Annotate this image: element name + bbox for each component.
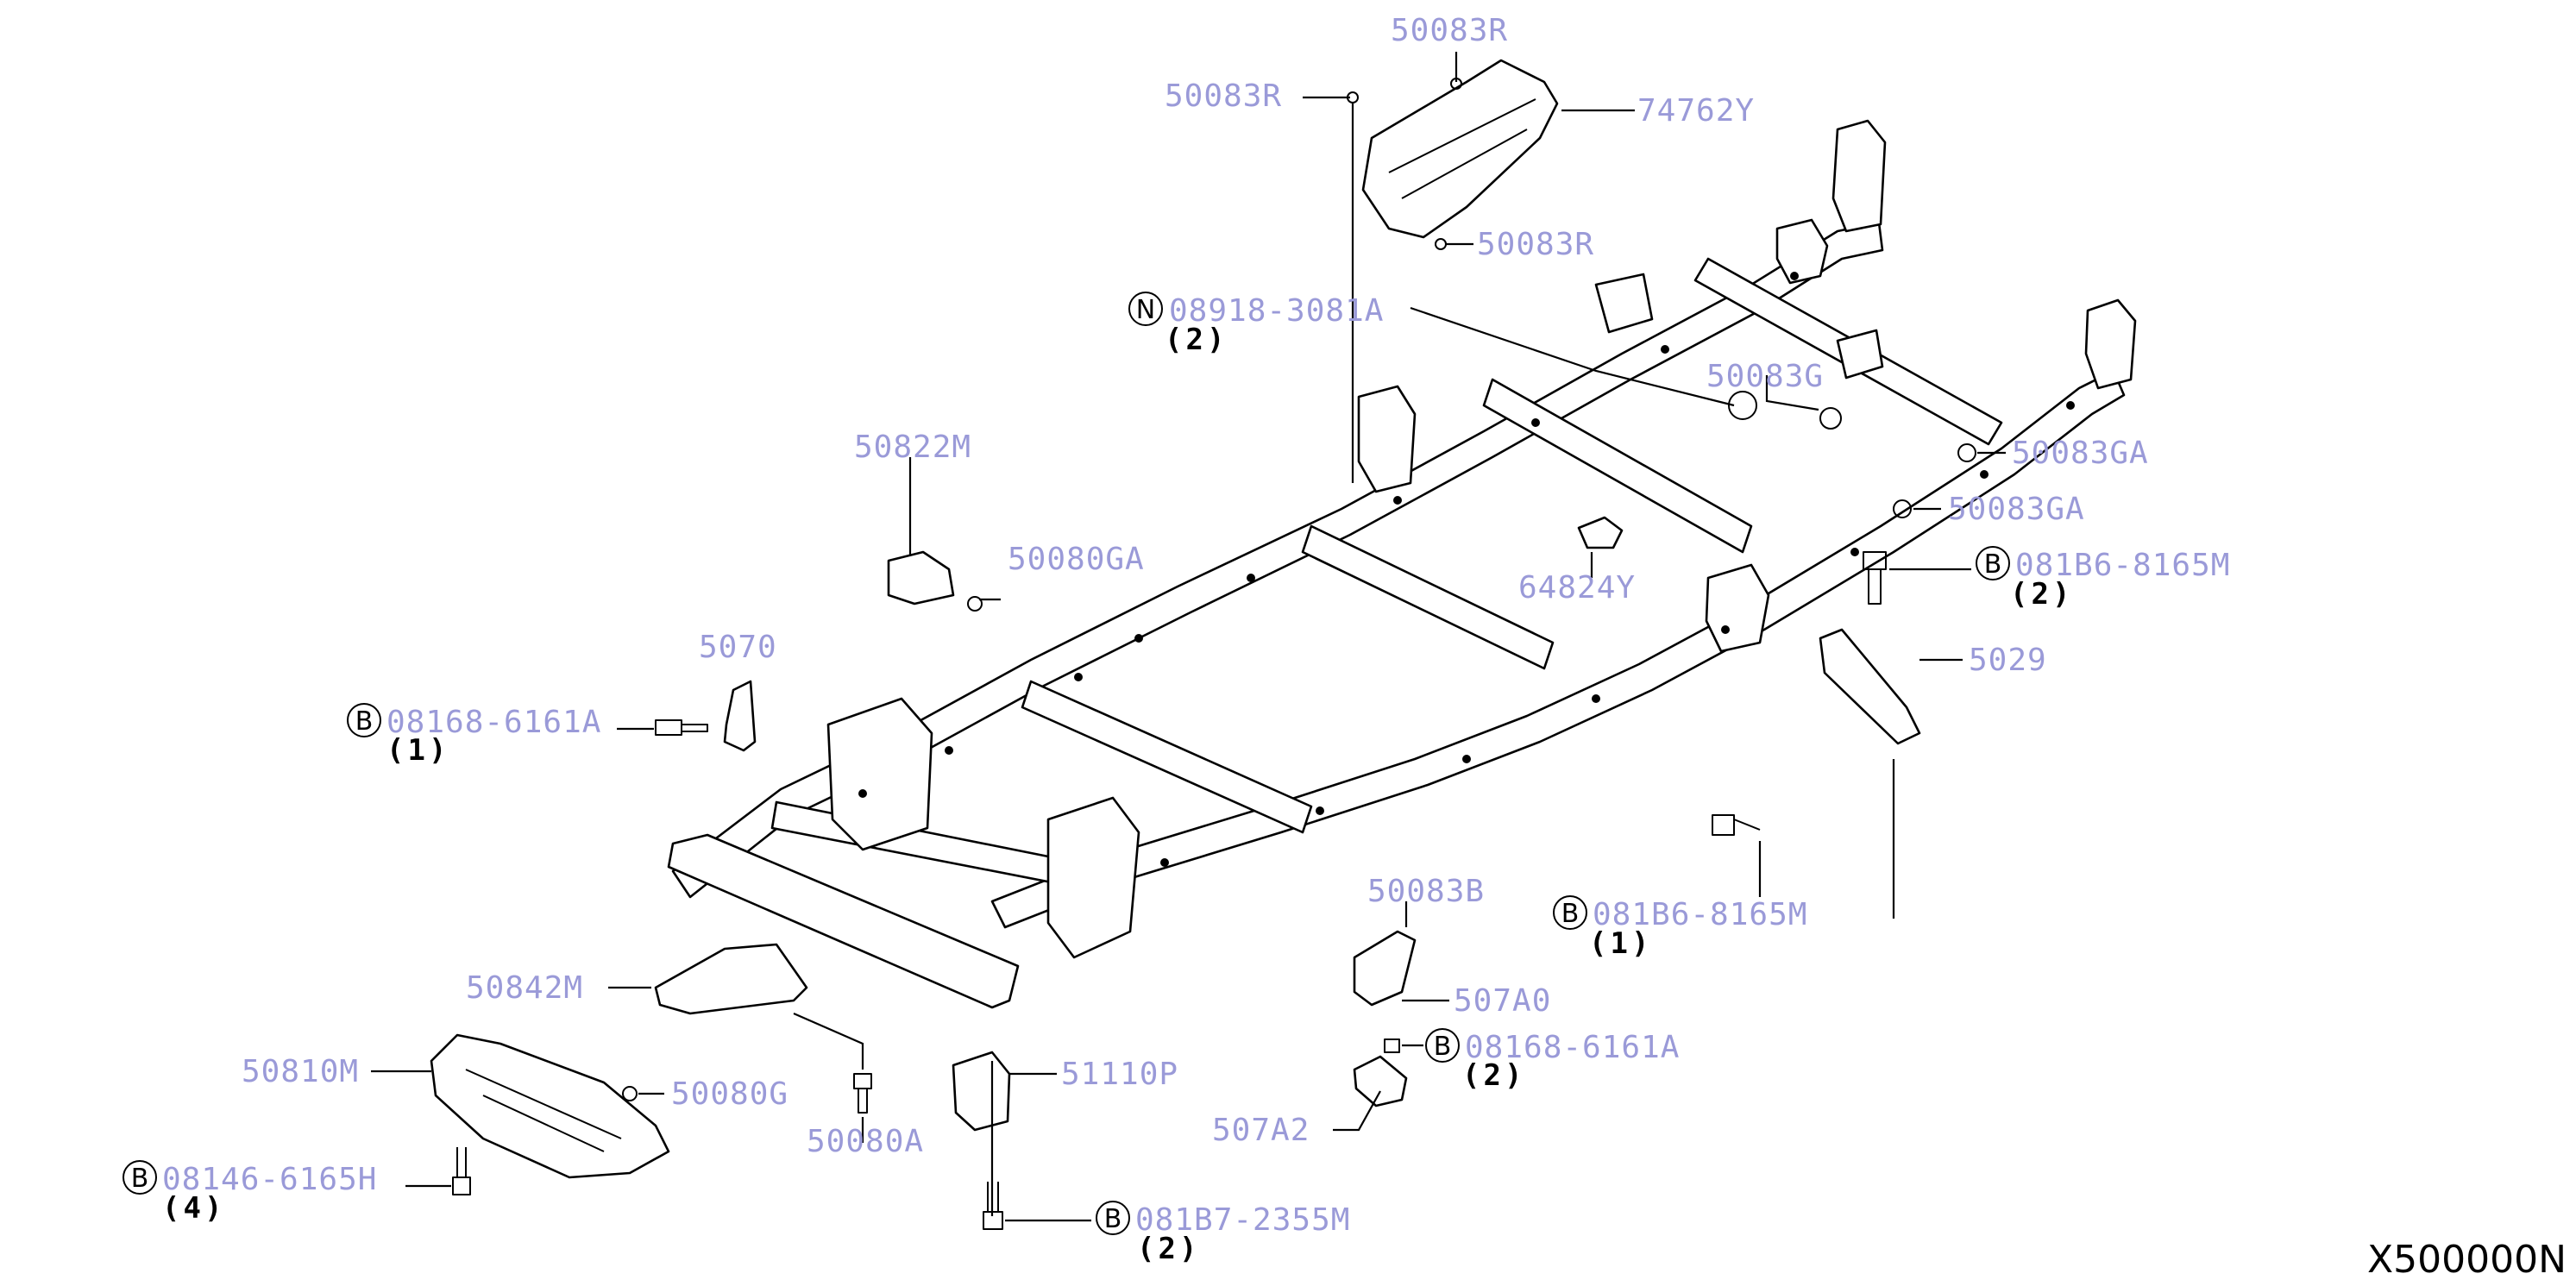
callout-081B6-8165M-top: 081B6-8165M — [2015, 548, 2230, 583]
hanger-bracket — [1594, 273, 1654, 334]
marker-circle-B-08168-left — [347, 703, 381, 737]
marker-N: N — [1136, 295, 1155, 325]
callout-50083G: 50083G — [1706, 359, 1824, 394]
bolt-081B6-top — [1863, 551, 1887, 605]
callout-507A0: 507A0 — [1454, 983, 1551, 1019]
rail-holes — [858, 272, 2075, 867]
callout-50810M: 50810M — [242, 1054, 359, 1089]
clip-50083G — [1819, 407, 1842, 430]
callout-5029: 5029 — [1969, 643, 2047, 678]
marker-circle-B-08146 — [123, 1160, 157, 1195]
callout-50083B: 50083B — [1367, 874, 1485, 909]
bolt-50080A — [853, 1073, 872, 1114]
callout-50080GA: 50080GA — [1008, 542, 1145, 577]
front-tower-right — [1046, 796, 1140, 959]
callout-08918-3081A: 08918-3081A — [1169, 293, 1384, 329]
qty-08918-3081A: (2) — [1165, 323, 1228, 357]
body-mount-2 — [1705, 563, 1770, 653]
rear-tow-left — [1831, 119, 1887, 233]
marker-B-081B7: B — [1104, 1204, 1122, 1234]
marker-circle-B-081B6-bottom — [1553, 895, 1587, 930]
qty-081B7-2355M: (2) — [1137, 1232, 1200, 1266]
qty-08168-6161A-right: (2) — [1462, 1058, 1525, 1093]
marker-circle-B-08168-right — [1425, 1028, 1460, 1063]
clip-50083GA-1 — [1957, 443, 1976, 462]
callout-08146-6165H: 08146-6165H — [162, 1162, 377, 1197]
clip-50083GA-2 — [1893, 499, 1912, 518]
under-cover-50842M — [654, 943, 808, 1015]
grommet-08918 — [1728, 391, 1757, 420]
front-bumper-beam — [667, 833, 1020, 1009]
marker-B-08168-right: B — [1434, 1032, 1452, 1062]
hanger-bracket-2 — [1836, 329, 1884, 380]
bolt-08146 — [452, 1147, 471, 1195]
callout-081B6-8165M-bottom: 081B6-8165M — [1593, 897, 1807, 932]
frame-assembly — [667, 119, 2137, 1009]
diagram-code: X500000N — [2367, 1238, 2567, 1280]
callout-50083R-left: 50083R — [1165, 78, 1282, 114]
bolt-081B6-bottom — [1712, 814, 1761, 836]
bolts — [452, 78, 1976, 1230]
bracket-50822M — [887, 550, 955, 605]
marker-circle-B-081B6-top — [1976, 546, 2010, 580]
callout-74762Y: 74762Y — [1637, 93, 1755, 129]
rear-tow-right — [2084, 298, 2137, 390]
callout-50083GA-1: 50083GA — [2012, 436, 2149, 471]
crossmember-2 — [1021, 680, 1313, 834]
marker-B-081B6-top: B — [1984, 549, 2002, 580]
front-tower-left — [826, 697, 933, 851]
callout-08168-6161A-left: 08168-6161A — [386, 705, 601, 740]
body-mount-1 — [1357, 385, 1417, 493]
callout-64824Y: 64824Y — [1518, 570, 1636, 605]
bolt-08168-right — [1384, 1038, 1400, 1053]
leader-lines — [371, 52, 2006, 1222]
clip-50080G — [622, 1086, 638, 1101]
callouts: 50083R 50083R 74762Y 50083R N 08918-3081… — [123, 13, 2567, 1280]
marker-B-08146: B — [131, 1164, 149, 1194]
callout-50822M: 50822M — [854, 430, 971, 465]
callout-50083R-bottom: 50083R — [1477, 227, 1594, 262]
right-side-rail — [990, 369, 2126, 929]
marker-B-08168-left: B — [355, 706, 374, 737]
clip-50080GA — [967, 596, 983, 612]
callout-50083R-top: 50083R — [1391, 13, 1508, 48]
qty-081B6-8165M-top: (2) — [2010, 577, 2073, 612]
bracket-51110P — [952, 1051, 1011, 1132]
clip-50083R-bottom — [1435, 238, 1447, 250]
qty-081B6-8165M-bottom: (1) — [1589, 926, 1652, 961]
crossmember-4 — [1482, 378, 1753, 554]
callout-08168-6161A-right: 08168-6161A — [1465, 1030, 1680, 1065]
body-mount-3 — [1775, 218, 1829, 285]
callout-5070: 5070 — [699, 630, 777, 665]
callout-51110P: 51110P — [1061, 1057, 1178, 1092]
marker-B-081B6-bottom: B — [1561, 899, 1580, 929]
bracket-507A0 — [1353, 930, 1417, 1007]
bracket-5070 — [723, 680, 757, 752]
callout-50083GA-2: 50083GA — [1948, 492, 2085, 527]
bracket-5029 — [1819, 628, 1921, 745]
callout-50080A: 50080A — [807, 1124, 924, 1159]
bracket-64824Y — [1577, 516, 1624, 549]
qty-08168-6161A-left: (1) — [386, 733, 449, 768]
bolt-081B7 — [983, 1182, 1003, 1230]
callout-081B7-2355M: 081B7-2355M — [1135, 1202, 1350, 1238]
crossmember-3 — [1301, 524, 1555, 670]
left-side-rail — [671, 221, 1884, 899]
callout-50842M: 50842M — [466, 970, 583, 1006]
callout-50080G: 50080G — [671, 1076, 789, 1112]
callout-507A2: 507A2 — [1212, 1113, 1310, 1148]
bracket-507A2 — [1353, 1055, 1408, 1107]
qty-08146-6165H: (4) — [162, 1191, 225, 1226]
marker-circle-N — [1128, 292, 1163, 326]
bolt-08168-left — [655, 719, 708, 736]
marker-circle-B-081B7 — [1096, 1201, 1130, 1235]
